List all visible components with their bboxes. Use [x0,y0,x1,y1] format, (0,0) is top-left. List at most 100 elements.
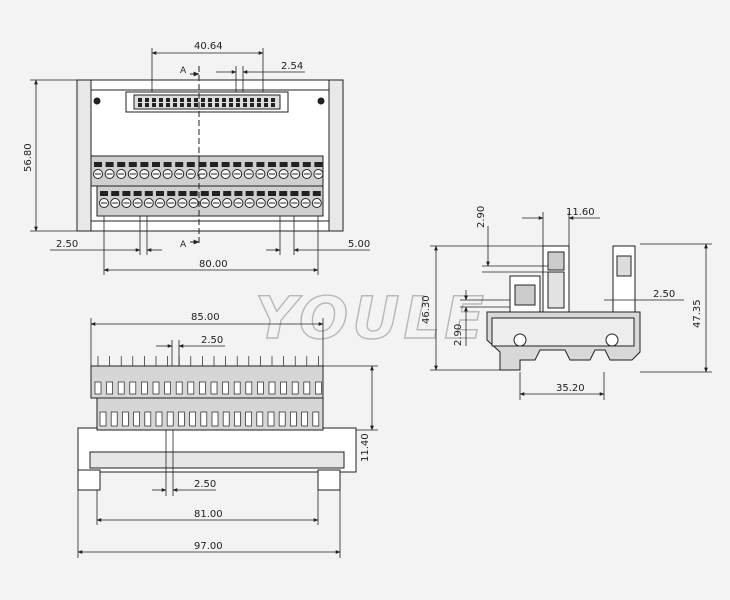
dim-pin-pitch: 2.54 [281,61,303,72]
front-foot-right [317,469,341,491]
front-view-dims [77,318,378,558]
dim-terminal-pitch-left: 2.50 [56,239,78,250]
side-terminal-screw [514,284,536,306]
wire-entry [256,162,265,167]
dim-front-inner-width: 81.00 [194,509,223,520]
dim-side-total-height: 47.35 [692,299,703,328]
wire-entry [117,162,126,167]
wire-entry [279,191,288,196]
wire-entry [152,162,160,167]
wire-entry [279,162,288,167]
header-pin [194,103,198,107]
bottom-rail [76,220,344,232]
wire-entry [105,162,114,167]
header-pin [250,103,254,107]
terminal-slot [166,411,174,427]
wire-entry [163,162,172,167]
dim-front-top-width: 85.00 [191,312,220,323]
left-end-cap [76,79,92,232]
wire-entry [144,191,153,196]
dim-side-pitch: 2.50 [653,289,675,300]
dim-front-pitch-bottom: 2.50 [194,479,216,490]
mount-hole-left [93,97,101,105]
wire-entry [256,191,265,196]
header-pin [236,103,240,107]
dim-front-total-width: 97.00 [194,541,223,552]
terminal-slot [234,411,241,427]
side-header-body [547,271,565,309]
wire-entry [290,191,299,196]
terminal-slot [245,381,253,395]
dim-side-foot-offset: 2.90 [453,324,464,346]
wire-entry [301,191,310,196]
terminal-slot [110,411,118,427]
wire-entry [186,162,195,167]
header-pin [264,103,268,107]
wire-entry [268,162,276,167]
dim-terminal-pitch-right: 5.00 [348,239,370,250]
terminal-slot [290,411,297,427]
wire-entry [200,191,209,196]
terminal-slot [268,381,276,395]
front-foot-left [77,469,101,491]
header-pin [222,98,226,102]
header-pin [166,98,170,102]
wire-entry [167,191,176,196]
terminal-slot [222,411,230,427]
terminal-slot [200,411,208,427]
terminal-slot [152,381,160,395]
header-pin [257,98,261,102]
header-pin [201,103,205,107]
terminal-slot [175,381,183,395]
header-pin [208,103,212,107]
top-view-dims [30,48,370,275]
dim-side-body-height: 46.30 [421,295,432,324]
terminal-row-upper [90,155,324,187]
dim-front-rail-height: 11.40 [360,433,371,462]
terminal-slot [144,411,152,427]
header-pin [222,103,226,107]
terminal-slot [257,381,264,395]
dim-header-span: 40.64 [194,41,223,52]
header-pin [236,98,240,102]
header-pin [152,98,156,102]
terminal-slot [280,381,287,395]
wire-entry [100,191,108,196]
terminal-slot [133,411,140,427]
header-pin [180,98,184,102]
wire-entry [245,191,254,196]
terminal-slot [210,381,218,395]
front-slots-upper [94,381,322,395]
terminal-screws-lower [99,191,322,208]
header-pin [138,98,142,102]
mount-hole-right [317,97,325,105]
dim-side-top-width: 11.60 [566,207,595,218]
header-pin [250,98,254,102]
terminal-slot [267,411,275,427]
wire-entry [233,162,242,167]
section-label-top: A [180,66,187,76]
terminal-slot [129,381,137,395]
top-rail [76,79,344,91]
terminal-slot [164,381,171,395]
header-pin [159,98,163,102]
wire-entry [140,162,149,167]
header-pin [215,103,219,107]
din-base-inner [491,317,635,347]
header-pin [166,103,170,107]
wire-entry [291,162,300,167]
wire-entry [128,162,137,167]
clip-right [605,333,619,347]
terminal-slot [99,411,107,427]
header-pin [173,98,177,102]
header-pin [229,98,233,102]
wire-entry [111,191,120,196]
header-pin [257,103,261,107]
wire-entry [178,191,187,196]
front-slots-lower [99,411,320,427]
terminal-slot [178,411,185,427]
terminal-slot [312,411,320,427]
terminal-slot [199,381,206,395]
wire-entry [234,191,243,196]
